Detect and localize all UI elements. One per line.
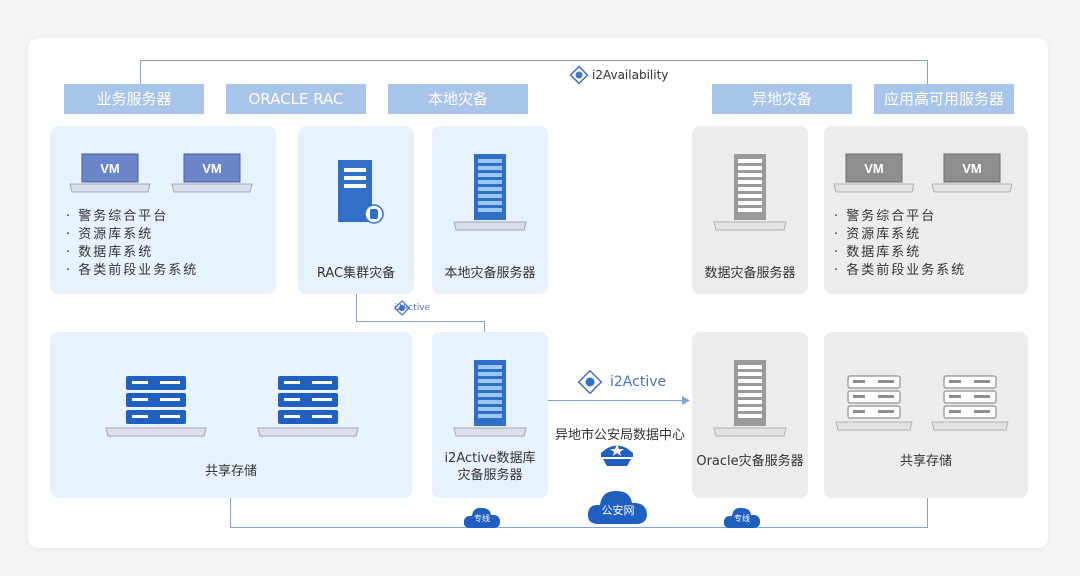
arrow-head-icon — [682, 396, 690, 405]
storage-icon — [931, 375, 1009, 431]
vm-icon: VM — [931, 153, 1013, 193]
list-item: 资源库系统 — [834, 226, 966, 244]
i2active-main-label: i2Active — [610, 374, 667, 390]
vm-icon: VM — [833, 153, 915, 193]
police-cap-icon — [601, 444, 633, 466]
rac-server-icon — [338, 160, 384, 224]
rac-link-drop — [356, 294, 357, 322]
diamond-icon — [569, 65, 589, 85]
public-network-cloud: 公安网 — [586, 486, 650, 526]
header-oracle-rac: ORACLE RAC — [226, 84, 366, 114]
network-drop-left — [230, 498, 231, 528]
i2active-server-label-line1: i2Active数据库 — [444, 451, 536, 466]
availability-link-line — [140, 60, 928, 61]
availability-label: i2Availability — [592, 68, 669, 82]
business-systems-list: 警务综合平台 资源库系统 数据库系统 各类前段业务系统 — [66, 208, 198, 280]
header-ha-servers: 应用高可用服务器 — [874, 84, 1014, 114]
vm-icon: VM — [69, 153, 151, 193]
cloud-icon — [723, 507, 760, 528]
rac-link-line — [356, 321, 484, 322]
private-line-label-left: 专线 — [474, 514, 490, 523]
i2active-main-badge: i2Active — [577, 369, 667, 395]
shared-storage-right-label: 共享存储 — [899, 454, 952, 469]
list-item: 数据库系统 — [66, 244, 198, 262]
oracle-dr-server-label: Oracle灾备服务器 — [696, 454, 804, 469]
storage-icon — [105, 376, 207, 437]
header-remote-dr: 异地灾备 — [712, 84, 852, 114]
network-drop-right — [927, 498, 928, 528]
vm-text: VM — [202, 161, 222, 176]
list-item: 各类前段业务系统 — [834, 262, 966, 280]
data-dr-server-icon — [713, 154, 787, 231]
rac-link-rise — [484, 321, 485, 333]
list-item: 警务综合平台 — [66, 208, 198, 226]
private-line-cloud-left: 专线 — [462, 504, 502, 530]
network-line — [230, 527, 928, 528]
vm-text: VM — [962, 161, 982, 176]
list-item: 各类前段业务系统 — [66, 262, 198, 280]
local-dr-server-icon — [453, 154, 527, 231]
availability-badge: i2Availability — [566, 65, 673, 85]
i2active-small-label: i2Active — [394, 303, 431, 313]
i2active-server-label: i2Active数据库 灾备服务器 — [432, 450, 548, 484]
vm-text: VM — [100, 161, 120, 176]
header-local-dr: 本地灾备 — [388, 84, 528, 114]
list-item: 数据库系统 — [834, 244, 966, 262]
rac-label: RAC集群灾备 — [316, 266, 396, 281]
list-item: 警务综合平台 — [834, 208, 966, 226]
list-item: 资源库系统 — [66, 226, 198, 244]
vm-text: VM — [864, 161, 884, 176]
storage-icon — [835, 375, 913, 431]
i2active-arrow-line — [548, 400, 684, 401]
data-center-label: 异地市公安局数据中心 — [554, 428, 685, 443]
i2active-server-label-line2: 灾备服务器 — [457, 468, 523, 483]
panel-shared-storage-left — [50, 332, 412, 498]
diamond-icon — [394, 300, 410, 316]
private-line-label-right: 专线 — [734, 514, 750, 523]
shared-storage-left-label: 共享存储 — [204, 464, 257, 479]
data-dr-server-label: 数据灾备服务器 — [704, 266, 796, 281]
i2active-small-badge: i2Active — [394, 300, 430, 316]
availability-link-drop-left — [140, 60, 141, 84]
local-dr-server-label: 本地灾备服务器 — [444, 266, 536, 281]
ha-systems-list: 警务综合平台 资源库系统 数据库系统 各类前段业务系统 — [834, 208, 966, 280]
storage-icon — [257, 376, 359, 437]
private-line-cloud-right: 专线 — [722, 504, 762, 530]
availability-link-drop-right — [927, 60, 928, 84]
cloud-icon — [587, 490, 647, 524]
header-business-servers: 业务服务器 — [64, 84, 204, 114]
diamond-icon — [577, 369, 603, 395]
i2active-server-icon — [453, 360, 527, 437]
cloud-icon — [463, 507, 500, 528]
oracle-dr-server-icon — [713, 360, 787, 437]
public-network-label: 公安网 — [601, 504, 635, 517]
vm-icon: VM — [171, 153, 253, 193]
